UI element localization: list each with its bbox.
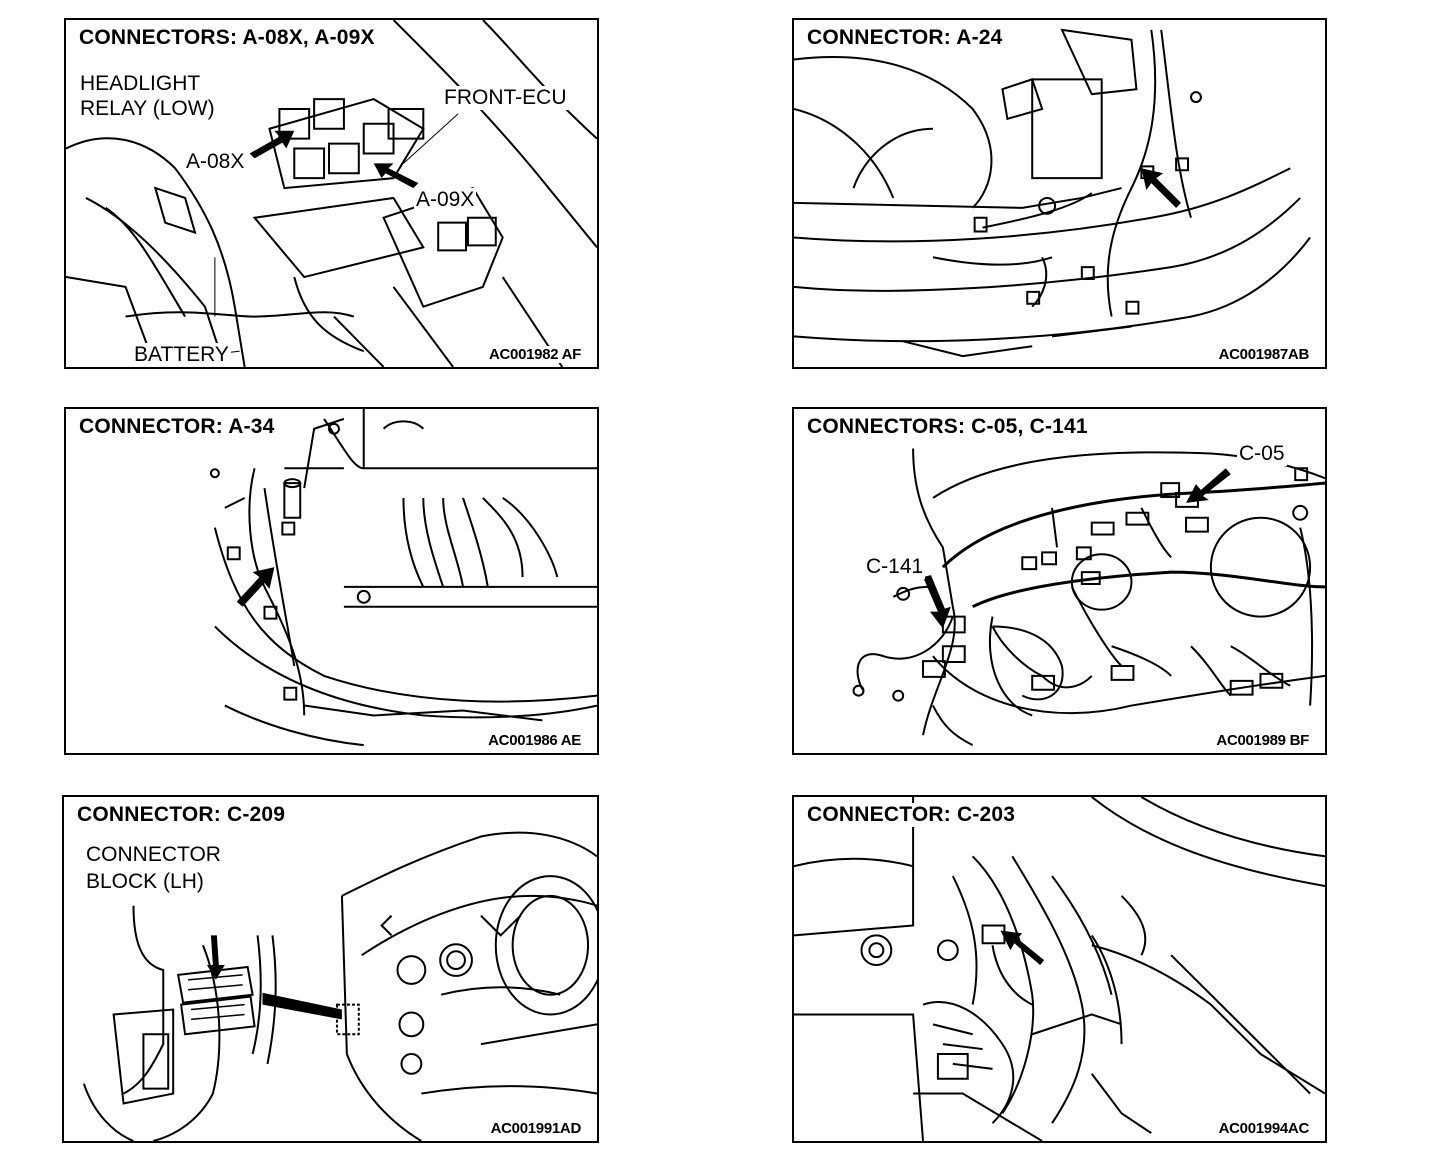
figure-code: AC001994AC — [1216, 1120, 1311, 1137]
headlight-relay-label-2: RELAY (LOW) — [78, 97, 217, 121]
arrow-pointer-icon — [1186, 468, 1231, 503]
engine-left-side-illustration — [66, 409, 597, 753]
arrow-pointer-icon — [206, 935, 225, 980]
arrow-pointer-icon — [373, 163, 419, 189]
panel-a34: CONNECTOR: A-34 AC001986 AE — [64, 407, 599, 755]
panel-a24: CONNECTOR: A-24 AC001987AB — [792, 18, 1327, 369]
panel-c05-c141: CONNECTORS: C-05, C-141 C-05 C-141 AC001… — [792, 407, 1327, 755]
instrument-panel-harness-illustration — [794, 409, 1325, 753]
arrow-pointer-icon — [923, 575, 951, 629]
arrow-pointer-icon — [249, 130, 295, 159]
a09x-label: A-09X — [414, 188, 477, 212]
under-dash-illustration — [794, 797, 1325, 1141]
panel-title: CONNECTOR: C-203 — [804, 803, 1019, 827]
arrow-pointer-icon — [1141, 168, 1182, 208]
engine-front-illustration — [794, 20, 1325, 367]
a08x-label: A-08X — [184, 150, 247, 174]
panel-title: CONNECTOR: A-24 — [804, 26, 1006, 50]
panel-title: CONNECTORS: C-05, C-141 — [804, 415, 1091, 439]
figure-code: AC001991AD — [488, 1120, 583, 1137]
panel-a08x-a09x: CONNECTORS: A-08X, A-09X HEADLIGHT RELAY… — [64, 18, 599, 369]
figure-code: AC001989 BF — [1214, 732, 1311, 749]
panel-title: CONNECTORS: A-08X, A-09X — [76, 26, 378, 50]
connector-block-illustration — [64, 797, 597, 1141]
headlight-relay-label: HEADLIGHT — [78, 72, 203, 96]
panel-title: CONNECTOR: C-209 — [74, 803, 289, 827]
arrow-pointer-icon — [1000, 930, 1045, 966]
figure-code: AC001986 AE — [486, 732, 583, 749]
battery-label: BATTERY — [132, 343, 231, 367]
panel-title: CONNECTOR: A-34 — [76, 415, 278, 439]
front-ecu-label: FRONT-ECU — [442, 86, 569, 110]
connector-block-label-1: CONNECTOR — [84, 843, 223, 867]
c141-label: C-141 — [864, 555, 926, 579]
connector-block-label-2: BLOCK (LH) — [84, 870, 206, 894]
panel-c209: CONNECTOR: C-209 CONNECTOR BLOCK (LH) AC… — [62, 795, 599, 1143]
figure-code: AC001982 AF — [486, 346, 583, 363]
c05-label: C-05 — [1237, 442, 1287, 466]
figure-code: AC001987AB — [1216, 346, 1311, 363]
arrow-pointer-icon — [236, 567, 275, 607]
panel-c203: CONNECTOR: C-203 AC001994AC — [792, 795, 1327, 1143]
